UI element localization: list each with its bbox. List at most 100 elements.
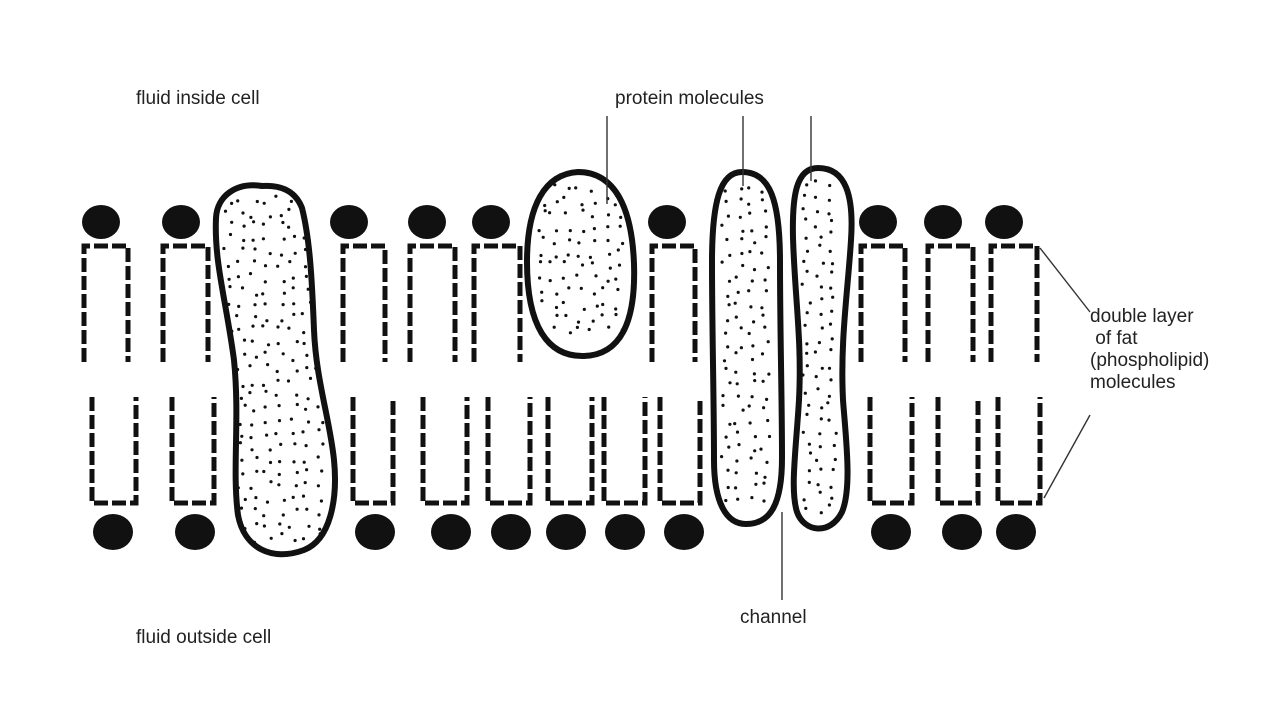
stipple-dot: [553, 326, 556, 329]
phospholipid-tail: [353, 397, 393, 503]
stipple-dot: [320, 339, 323, 342]
stipple-dot: [255, 470, 258, 473]
stipple-dot: [755, 472, 758, 475]
stipple-dot: [802, 260, 805, 263]
stipple-dot: [307, 288, 310, 291]
stipple-dot: [740, 252, 743, 255]
phospholipid-head: [93, 514, 133, 550]
stipple-dot: [307, 525, 310, 528]
stipple-dot: [241, 211, 244, 214]
stipple-dot: [814, 350, 817, 353]
stipple-dot: [568, 238, 571, 241]
stipple-dot: [763, 326, 766, 329]
stipple-dot: [720, 224, 723, 227]
stipple-dot: [748, 332, 751, 335]
stipple-dot: [296, 403, 299, 406]
stipple-dot: [608, 253, 611, 256]
stipple-dot: [304, 408, 307, 411]
stipple-dot: [742, 409, 745, 412]
stipple-dot: [265, 434, 268, 437]
stipple-dot: [805, 342, 808, 345]
stipple-dot: [601, 286, 604, 289]
stipple-dot: [249, 487, 252, 490]
stipple-dot: [266, 363, 269, 366]
stipple-dot: [239, 423, 242, 426]
phospholipid-head: [664, 514, 704, 550]
stipple-dot: [802, 431, 805, 434]
stipple-dot: [320, 215, 323, 218]
stipple-dot: [820, 511, 823, 514]
phospholipid-tail: [938, 397, 978, 503]
stipple-dot: [241, 472, 244, 475]
stipple-dot: [230, 330, 233, 333]
stipple-dot: [278, 522, 281, 525]
stipple-dot: [287, 226, 290, 229]
stipple-dot: [262, 223, 265, 226]
stipple-dot: [321, 289, 324, 292]
stipple-dot: [593, 227, 596, 230]
stipple-dot: [814, 196, 817, 199]
stipple-dot: [760, 306, 763, 309]
stipple-dot: [317, 513, 320, 516]
stipple-dot: [556, 200, 559, 203]
stipple-dot: [822, 262, 825, 265]
stipple-dot: [287, 379, 290, 382]
stipple-dot: [805, 413, 808, 416]
stipple-dot: [575, 274, 578, 277]
phospholipid-tail: [660, 397, 700, 503]
stipple-dot: [564, 211, 567, 214]
stipple-dot: [296, 508, 299, 511]
stipple-dot: [762, 482, 765, 485]
stipple-dot: [741, 264, 744, 267]
stipple-dot: [818, 244, 821, 247]
stipple-dot: [619, 216, 622, 219]
stipple-dot: [801, 373, 804, 376]
stipple-dot: [734, 302, 737, 305]
stipple-dot: [726, 295, 729, 298]
stipple-dot: [728, 303, 731, 306]
stipple-dot: [249, 436, 252, 439]
stipple-dot: [290, 418, 293, 421]
stipple-dot: [820, 297, 823, 300]
stipple-dot: [269, 461, 272, 464]
stipple-dot: [816, 210, 819, 213]
stipple-dot: [581, 209, 584, 212]
stipple-dot: [567, 286, 570, 289]
stipple-dot: [723, 359, 726, 362]
stipple-dot: [761, 352, 764, 355]
stipple-dot: [291, 359, 294, 362]
stipple-dot: [241, 385, 244, 388]
stipple-dot: [292, 313, 295, 316]
stipple-dot: [283, 280, 286, 283]
stipple-dot: [817, 483, 820, 486]
stipple-dot: [249, 272, 252, 275]
stipple-dot: [725, 200, 728, 203]
stipple-dot: [542, 236, 545, 239]
stipple-dot: [293, 235, 296, 238]
stipple-dot: [733, 422, 736, 425]
stipple-dot: [540, 291, 543, 294]
stipple-dot: [589, 256, 592, 259]
stipple-dot: [250, 448, 253, 451]
stipple-dot: [301, 312, 304, 315]
stipple-dot: [540, 299, 543, 302]
stipple-dot: [725, 238, 728, 241]
stipple-dot: [255, 522, 258, 525]
stipple-dot: [737, 443, 740, 446]
stipple-dot: [609, 267, 612, 270]
stipple-dot: [278, 419, 281, 422]
stipple-dot: [618, 264, 621, 267]
stipple-dot: [240, 435, 243, 438]
stipple-dot: [294, 539, 297, 542]
stipple-dot: [736, 498, 739, 501]
stipple-dot: [321, 298, 324, 301]
stipple-dot: [829, 378, 832, 381]
stipple-dot: [250, 423, 253, 426]
stipple-dot: [831, 262, 834, 265]
stipple-dot: [607, 280, 610, 283]
stipple-dot: [321, 421, 324, 424]
stipple-dot: [261, 324, 264, 327]
stipple-dot: [721, 404, 724, 407]
stipple-dot: [760, 191, 763, 194]
stipple-dot: [592, 320, 595, 323]
